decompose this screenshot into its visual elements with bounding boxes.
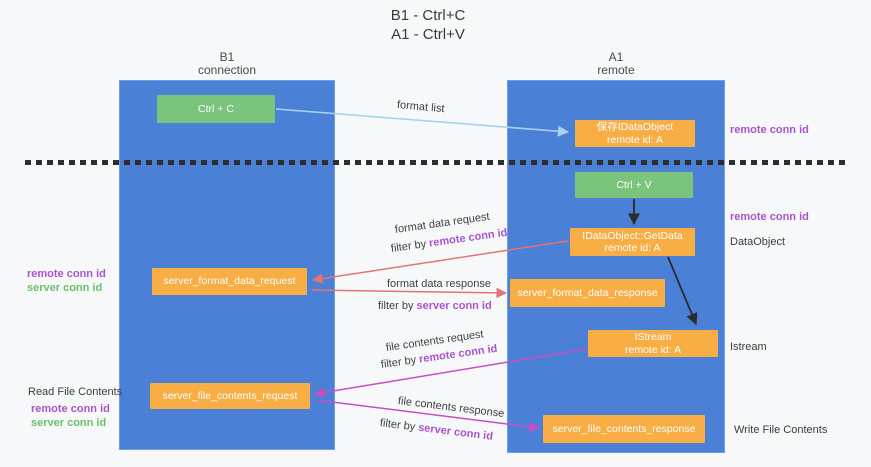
- server-conn-id-label-left-2: server conn id: [31, 417, 107, 429]
- lane-b1-subtitle: connection: [197, 63, 257, 77]
- server-file-contents-response-label: server_file_contents_response: [552, 422, 696, 435]
- lane-header-b1: B1 connection: [119, 51, 335, 77]
- lane-a1-title: A1: [608, 50, 624, 64]
- read-file-contents-label: Read File Contents: [28, 386, 123, 398]
- format-data-response-arrow: [311, 287, 508, 299]
- ctrl-v-box: Ctrl + V: [575, 172, 693, 198]
- remote-conn-id-label-mid-right: remote conn id: [730, 211, 809, 223]
- ctrl-v-label: Ctrl + V: [616, 178, 652, 191]
- remote-conn-id-label-top-right: remote conn id: [730, 124, 809, 136]
- ctrl-c-label: Ctrl + C: [198, 102, 234, 115]
- istream-side-label: Istream: [730, 341, 767, 353]
- format-list-label: format list: [396, 99, 446, 116]
- save-idataobject-box: 保存IDataObject remote id: A: [575, 120, 695, 147]
- lane-a1-subtitle: remote: [597, 63, 635, 77]
- save-idataobject-line2: remote id: A: [606, 133, 664, 146]
- file-contents-response-label: file contents response: [397, 395, 505, 420]
- server-format-data-response-box: server_format_data_response: [510, 279, 665, 307]
- diagram-title: B1 - Ctrl+C A1 - Ctrl+V: [328, 6, 528, 44]
- server-format-data-request-box: server_format_data_request: [152, 268, 307, 295]
- ctrl-c-box: Ctrl + C: [157, 95, 275, 123]
- lane-b1-title: B1: [219, 50, 235, 64]
- server-format-data-request-label: server_format_data_request: [163, 275, 296, 288]
- filter-by-text: filter by: [380, 353, 420, 371]
- server-conn-id-label-left-1: server conn id: [27, 282, 103, 294]
- server-file-contents-request-box: server_file_contents_request: [150, 383, 310, 409]
- istream-line2: remote id: A: [624, 343, 682, 356]
- server-file-contents-request-label: server_file_contents_request: [162, 389, 298, 402]
- istream-box: IStream remote id: A: [588, 330, 718, 357]
- file-contents-response-filter-label: filter by server conn id: [379, 417, 493, 443]
- filter-by-text: filter by: [378, 300, 417, 312]
- remote-conn-id-text: remote conn id: [428, 226, 509, 250]
- server-format-data-response-label: server_format_data_response: [517, 286, 658, 299]
- lane-header-a1: A1 remote: [507, 51, 725, 77]
- format-data-response-filter-label: filter by server conn id: [378, 300, 492, 312]
- remote-conn-id-label-left-1: remote conn id: [27, 268, 106, 280]
- istream-line1: IStream: [634, 331, 672, 343]
- server-file-contents-response-box: server_file_contents_response: [543, 415, 705, 443]
- filter-by-text: filter by: [379, 417, 419, 434]
- format-data-response-label: format data response: [387, 278, 491, 290]
- write-file-contents-label: Write File Contents: [734, 424, 828, 436]
- idataobject-getdata-box: IDataObject::GetData remote id: A: [570, 228, 695, 256]
- title-line-2: A1 - Ctrl+V: [391, 26, 465, 43]
- filter-by-text: filter by: [390, 237, 430, 255]
- remote-conn-id-label-left-2: remote conn id: [31, 403, 110, 415]
- getdata-line1: IDataObject::GetData: [582, 229, 683, 242]
- phase-separator-dashed-line: [25, 160, 847, 165]
- server-conn-id-text: server conn id: [417, 421, 494, 443]
- dataobject-label: DataObject: [730, 236, 786, 248]
- server-conn-id-text: server conn id: [416, 300, 492, 312]
- getdata-line2: remote id: A: [604, 242, 661, 254]
- save-idataobject-line1: 保存IDataObject: [596, 121, 674, 133]
- title-line-1: B1 - Ctrl+C: [390, 7, 466, 24]
